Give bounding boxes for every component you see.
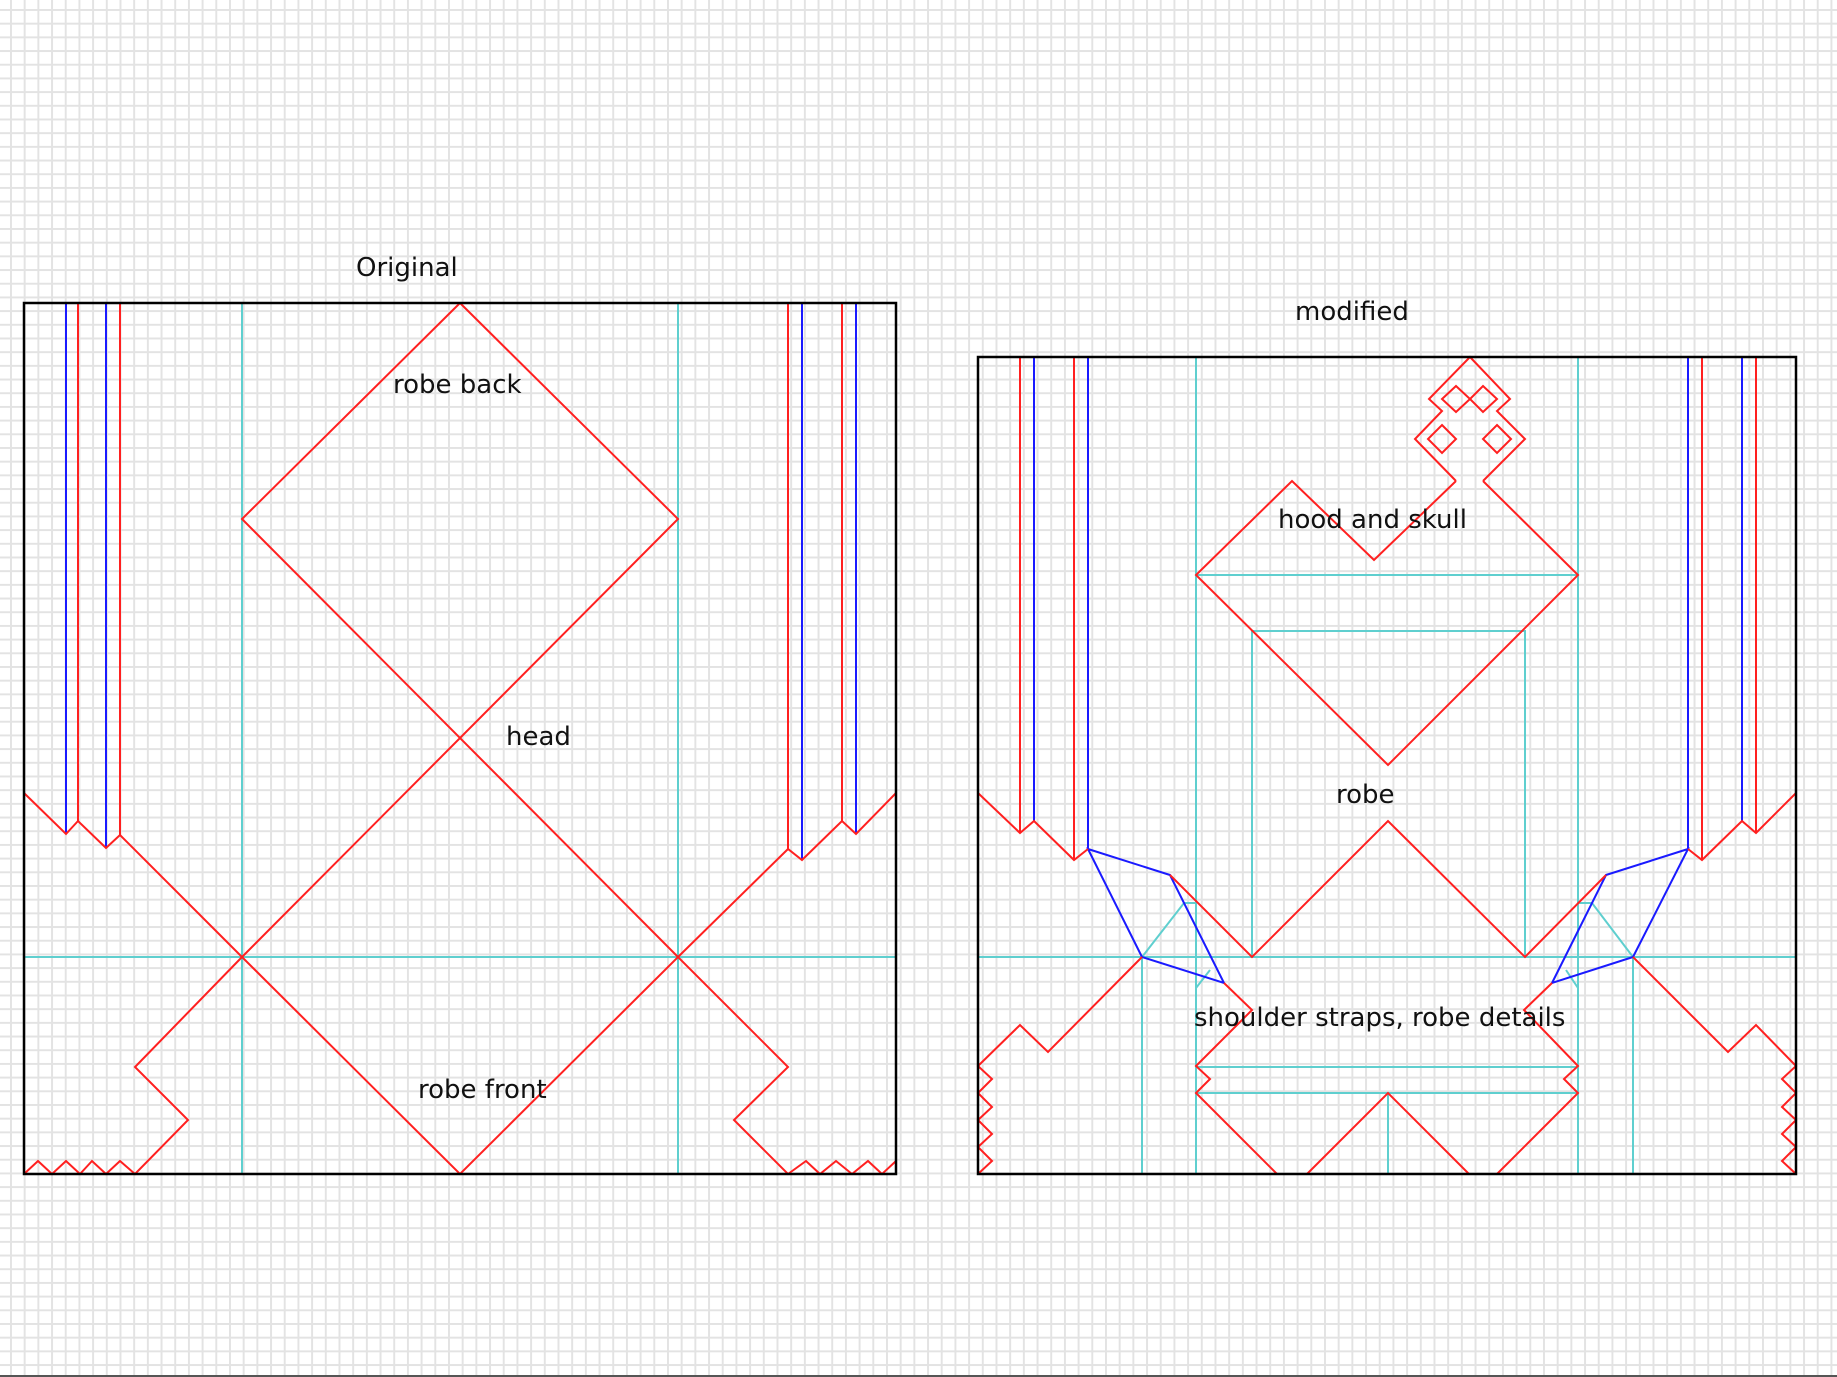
label-shoulder-straps: shoulder straps, robe details xyxy=(1194,1003,1565,1033)
modified-panel: modified xyxy=(976,297,1798,1176)
label-head: head xyxy=(506,722,571,752)
original-reference-lines xyxy=(24,303,896,1174)
modified-valley-folds xyxy=(1033,357,1743,985)
original-title: Original xyxy=(356,253,458,283)
modified-reference-lines xyxy=(978,357,1796,1174)
label-robe-back: robe back xyxy=(393,370,522,400)
original-valley-folds xyxy=(65,303,857,860)
label-robe-front: robe front xyxy=(418,1075,547,1105)
label-robe: robe xyxy=(1336,780,1395,810)
original-panel: Original robe b xyxy=(22,253,898,1176)
label-hood-and-skull: hood and skull xyxy=(1278,505,1467,535)
modified-border xyxy=(976,355,1798,1176)
window-bottom-edge xyxy=(0,1375,1837,1377)
modified-title: modified xyxy=(1295,297,1409,327)
original-border xyxy=(22,301,898,1176)
modified-mountain-folds xyxy=(976,355,1798,1175)
original-mountain-folds xyxy=(23,302,897,1176)
